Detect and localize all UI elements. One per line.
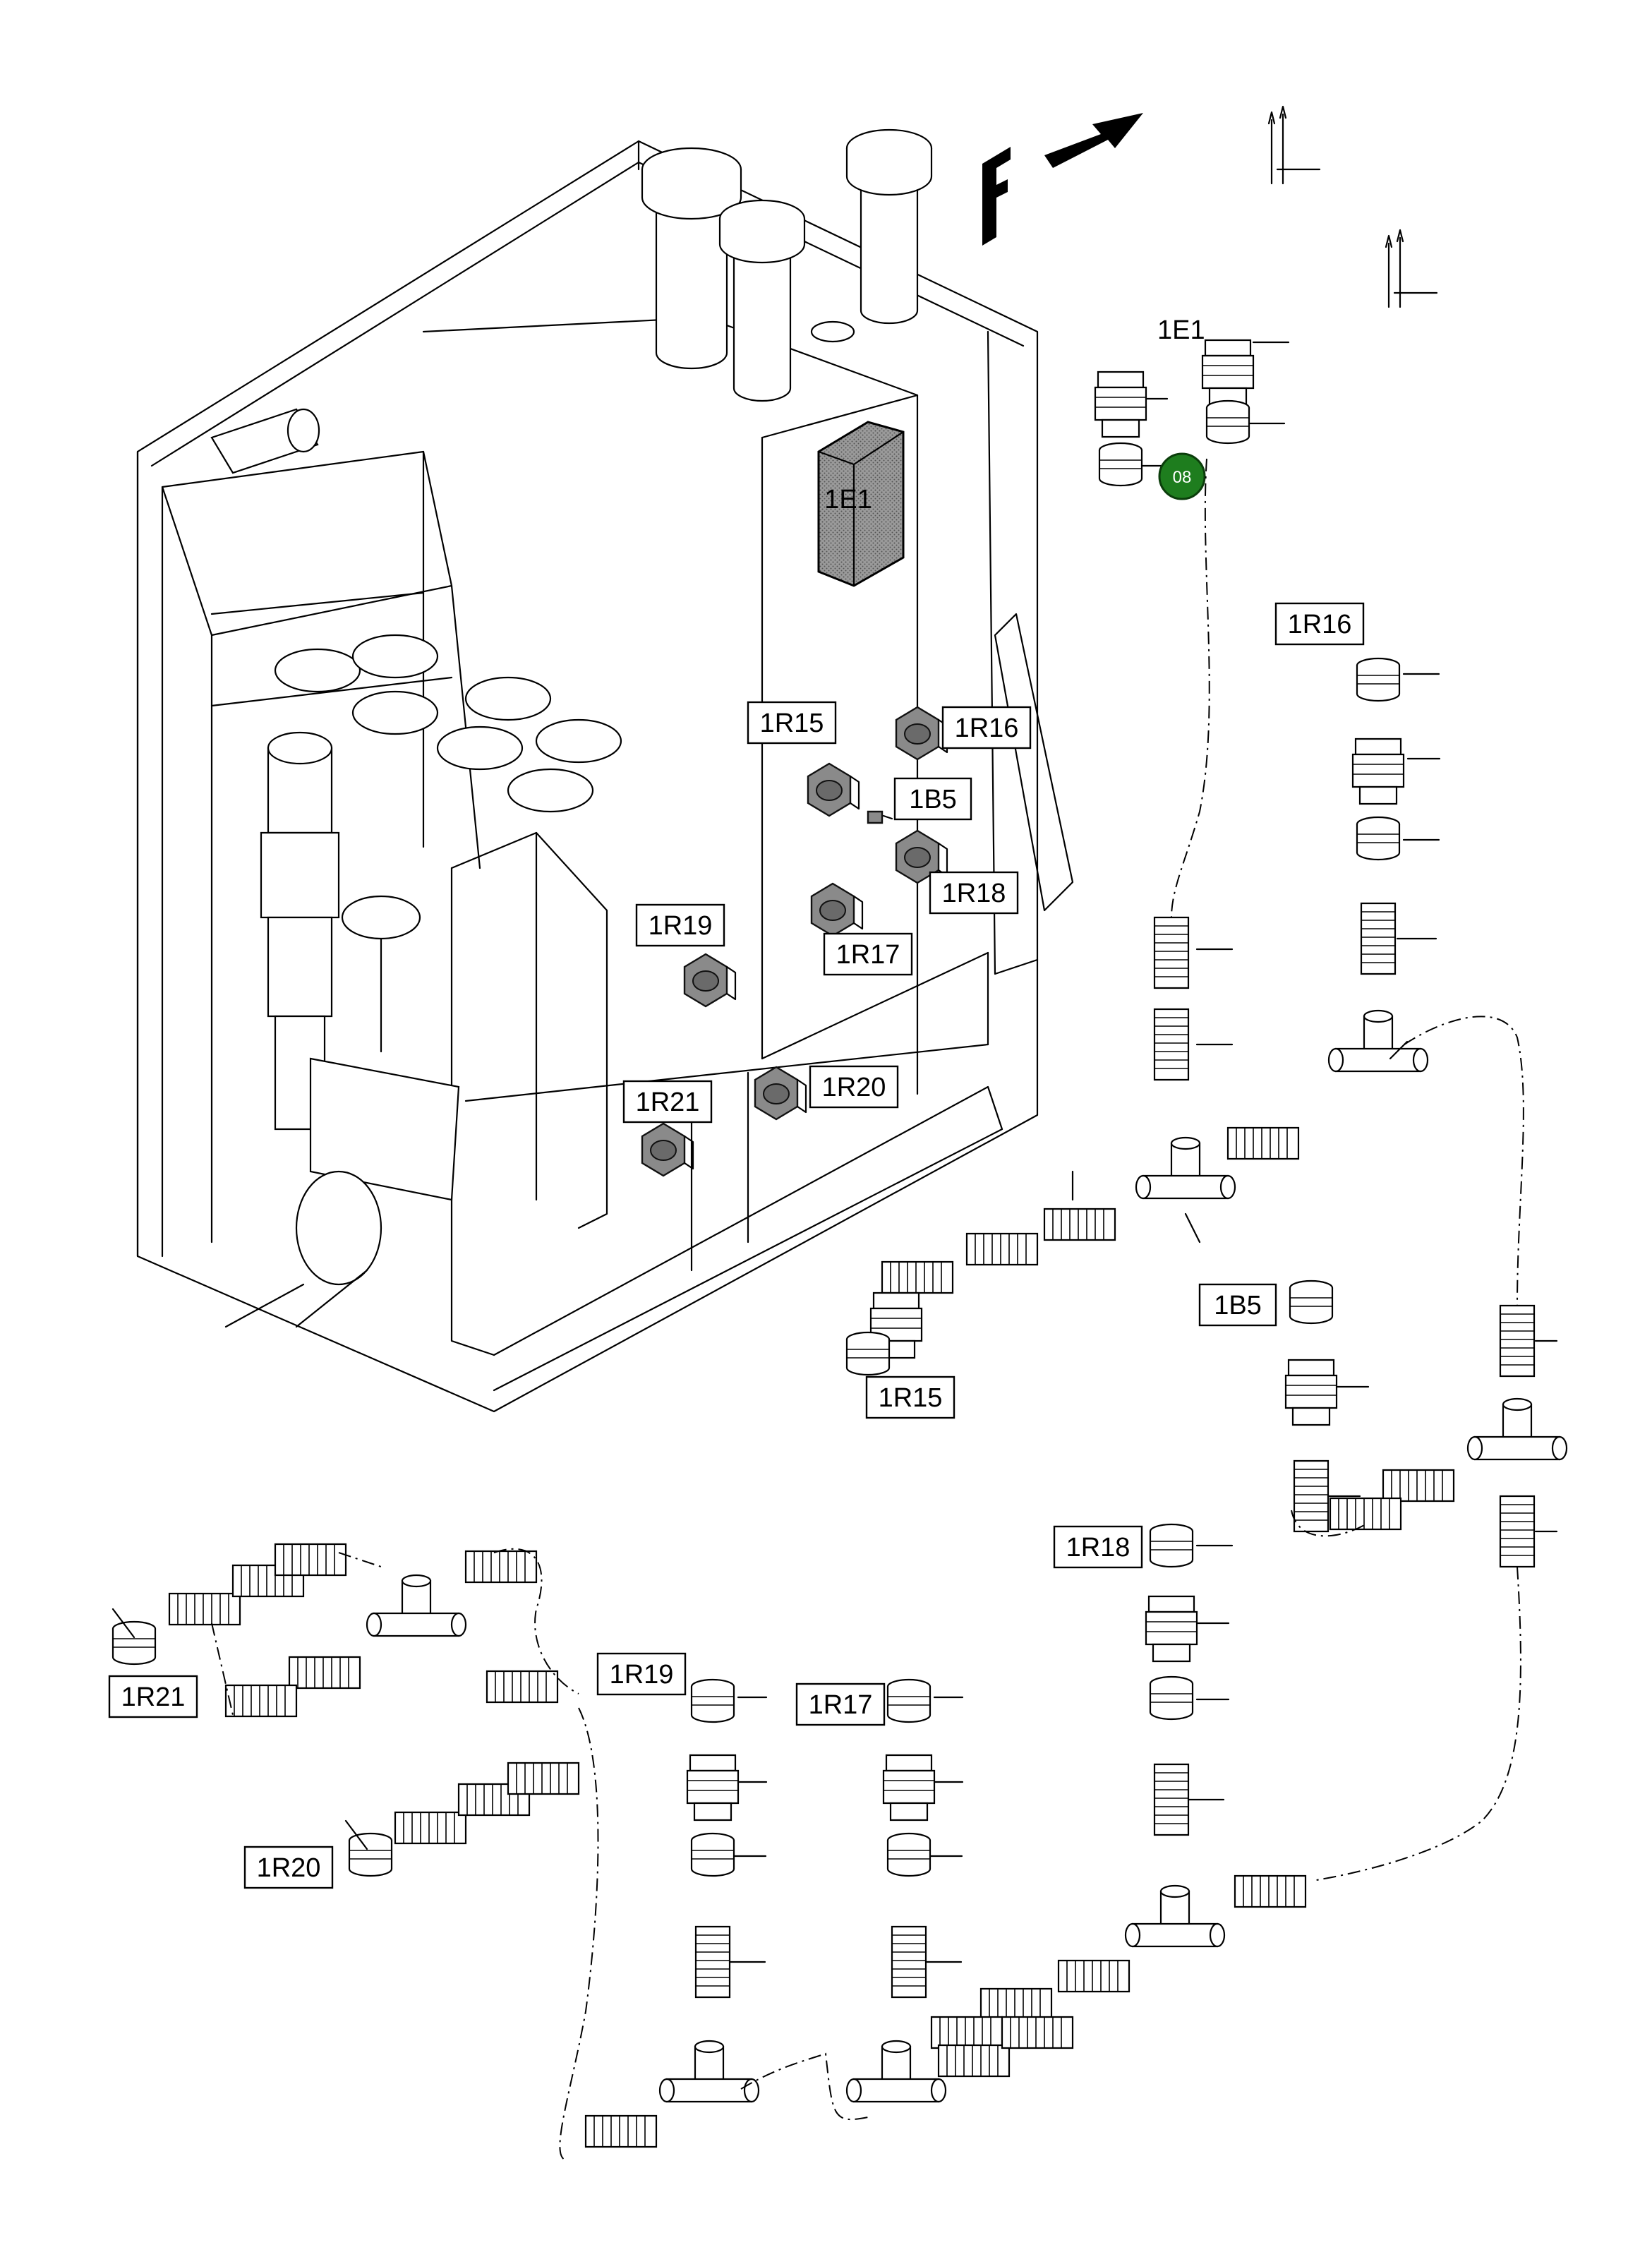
svg-text:1R19: 1R19 bbox=[610, 1660, 674, 1690]
panel-label-1b5: 1B5 bbox=[893, 777, 972, 821]
assembly-label-1r17: 1R17 bbox=[795, 1682, 886, 1726]
svg-text:1R17: 1R17 bbox=[809, 1690, 873, 1720]
svg-text:1R21: 1R21 bbox=[121, 1682, 186, 1712]
panel-label-1r18: 1R18 bbox=[929, 871, 1019, 915]
cable-icon bbox=[1267, 105, 1321, 185]
assembly-label-1r20: 1R20 bbox=[243, 1845, 334, 1889]
cable-routes bbox=[211, 458, 1524, 2160]
svg-text:1R20: 1R20 bbox=[822, 1073, 886, 1102]
top-cap bbox=[718, 199, 806, 402]
badge-text: 08 bbox=[1173, 468, 1192, 487]
direction-f-shape bbox=[982, 147, 1011, 246]
assembly-1r21 bbox=[111, 1543, 559, 1718]
direction-arrow-icon bbox=[1044, 113, 1143, 168]
cabinet-outline bbox=[136, 128, 1074, 1413]
panel-label-1r21: 1R21 bbox=[622, 1080, 713, 1124]
assembly-1r15 bbox=[845, 916, 1300, 1376]
direction-marker: F bbox=[982, 113, 1143, 246]
enclosure-label: 1E1 bbox=[824, 485, 872, 514]
svg-text:1B5: 1B5 bbox=[909, 785, 957, 814]
assembly-label-1r15: 1R15 bbox=[865, 1375, 955, 1419]
assembly-1r20 bbox=[344, 1762, 580, 1877]
enclosure-1e1: 1E1 bbox=[817, 421, 905, 587]
assembly-label-1r16: 1R16 bbox=[1274, 602, 1365, 646]
svg-text:1R16: 1R16 bbox=[1288, 610, 1352, 639]
svg-text:1R18: 1R18 bbox=[1066, 1533, 1131, 1562]
svg-text:1R20: 1R20 bbox=[257, 1853, 321, 1883]
svg-text:1R15: 1R15 bbox=[760, 709, 824, 738]
svg-text:1R21: 1R21 bbox=[636, 1088, 700, 1117]
assembly-label-1r19: 1R19 bbox=[596, 1652, 687, 1696]
assembly-1r17 bbox=[845, 1678, 1074, 2103]
top-cap bbox=[845, 128, 933, 325]
top-cap bbox=[641, 147, 742, 370]
e1-fittings: 1E1 08 bbox=[1094, 315, 1290, 500]
assembly-1b5 bbox=[1284, 1279, 1568, 1568]
panel-label-1r16: 1R16 bbox=[941, 706, 1032, 749]
svg-text:1R19: 1R19 bbox=[649, 911, 713, 941]
panel-label-1r19: 1R19 bbox=[635, 903, 725, 947]
assembly-label-1r21: 1R21 bbox=[108, 1675, 198, 1718]
filter-bowls bbox=[274, 634, 622, 813]
svg-text:1R18: 1R18 bbox=[942, 879, 1006, 908]
panel-label-1r20: 1R20 bbox=[809, 1065, 899, 1109]
panel-label-1r17: 1R17 bbox=[823, 932, 913, 976]
assembly-1r18 bbox=[930, 1523, 1307, 2049]
svg-text:1R16: 1R16 bbox=[955, 713, 1019, 743]
panel-glands bbox=[641, 706, 948, 1177]
svg-text:1R17: 1R17 bbox=[836, 940, 900, 970]
svg-text:1B5: 1B5 bbox=[1214, 1291, 1262, 1320]
assembly-1r19 bbox=[584, 1678, 768, 2148]
callout-1e1: 1E1 bbox=[1157, 315, 1205, 345]
cable-icon bbox=[1385, 229, 1438, 308]
assembly-1r16 bbox=[1327, 657, 1441, 1073]
svg-text:1R15: 1R15 bbox=[879, 1383, 943, 1413]
panel-label-1r15: 1R15 bbox=[747, 701, 837, 745]
revision-badge bbox=[1158, 452, 1206, 500]
assembly-label-1b5: 1B5 bbox=[1198, 1283, 1277, 1327]
assembly-label-1r18: 1R18 bbox=[1053, 1525, 1143, 1569]
